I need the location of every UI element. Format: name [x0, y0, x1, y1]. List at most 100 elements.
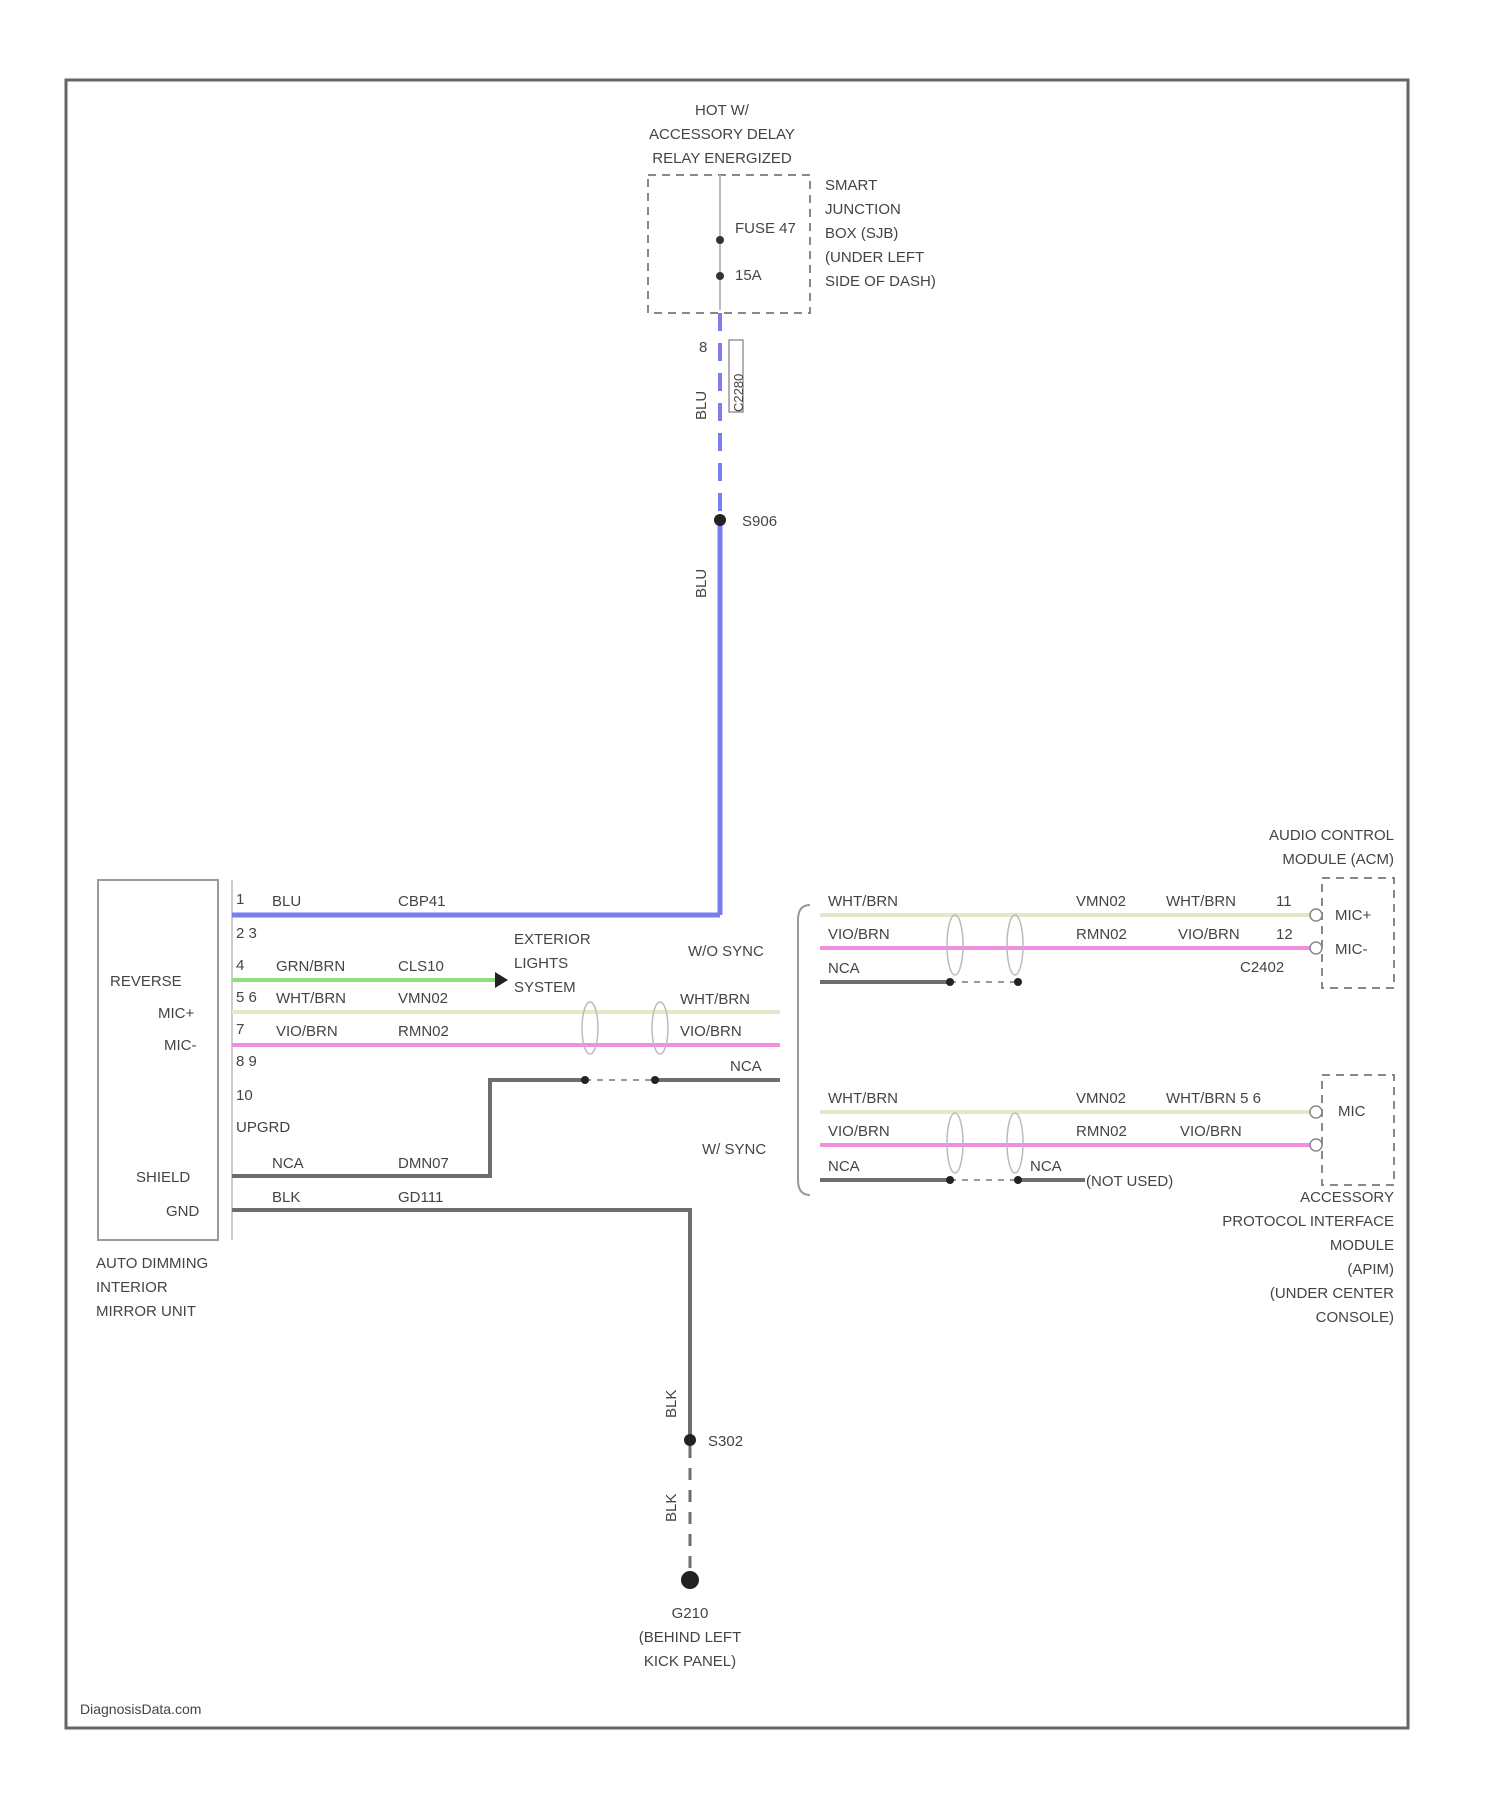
- wo-sync-label: W/O SYNC: [688, 943, 764, 960]
- sjb-label-3: BOX (SJB): [825, 225, 898, 242]
- power-wire-color-2: BLU: [693, 569, 710, 598]
- pin-mic-pos: MIC+: [158, 1005, 194, 1022]
- ground-wire-color-2: BLK: [663, 1494, 680, 1522]
- hot-label-1: HOT W/: [695, 102, 750, 119]
- mirror-unit-box: [98, 880, 218, 1240]
- shield-circuit: DMN07: [398, 1155, 449, 1172]
- acm-mic-pos: MIC+: [1335, 907, 1371, 924]
- apim-label-4: (APIM): [1347, 1261, 1394, 1278]
- mid-vio: VIO/BRN: [680, 1023, 742, 1040]
- acm-r2-right: VIO/BRN: [1178, 926, 1240, 943]
- apim-box: [1322, 1075, 1394, 1185]
- pin-2-3: 2 3: [236, 925, 257, 942]
- acm-r2-left: VIO/BRN: [828, 926, 890, 943]
- acm-r2-pin: 12: [1276, 926, 1293, 943]
- ground-name: G210: [672, 1605, 709, 1622]
- pin-1: 1: [236, 891, 244, 908]
- exterior-label-1: EXTERIOR: [514, 931, 591, 948]
- fuse-label: FUSE 47: [735, 220, 796, 237]
- apim-label-3: MODULE: [1330, 1237, 1394, 1254]
- gnd-circuit: GD111: [398, 1189, 443, 1206]
- acm-r1-right: WHT/BRN: [1166, 893, 1236, 910]
- exterior-label-3: SYSTEM: [514, 979, 576, 996]
- mirror-label-3: MIRROR UNIT: [96, 1303, 196, 1320]
- mirror-label-1: AUTO DIMMING: [96, 1255, 208, 1272]
- sjb-label-4: (UNDER LEFT: [825, 249, 924, 266]
- w5-color: WHT/BRN: [276, 990, 346, 1007]
- w-sync-label: W/ SYNC: [702, 1141, 766, 1158]
- acm-connector: C2402: [1240, 959, 1284, 976]
- pin-upgrd: UPGRD: [236, 1119, 290, 1136]
- apim-r2-right: VIO/BRN: [1180, 1123, 1242, 1140]
- splice-s302-label: S302: [708, 1433, 743, 1450]
- power-wire-color: BLU: [693, 391, 710, 420]
- w4-color: GRN/BRN: [276, 958, 345, 975]
- mid-wht: WHT/BRN: [680, 991, 750, 1008]
- sjb-label-1: SMART: [825, 177, 877, 194]
- sjb-box: [648, 175, 810, 313]
- apim-r1-left: WHT/BRN: [828, 1090, 898, 1107]
- acm-r1-pin: 11: [1276, 893, 1292, 910]
- wire-gnd-blk: [232, 1210, 690, 1440]
- w7-color: VIO/BRN: [276, 1023, 338, 1040]
- ground-point-g210: [681, 1571, 699, 1589]
- w7-circuit: RMN02: [398, 1023, 449, 1040]
- sync-bracket: [798, 905, 810, 1195]
- apim-label-1: ACCESSORY: [1300, 1189, 1394, 1206]
- pin-mic-neg: MIC-: [164, 1037, 197, 1054]
- pin-gnd: GND: [166, 1203, 200, 1220]
- apim-r2-left: VIO/BRN: [828, 1123, 890, 1140]
- connector-label: C2280: [731, 374, 746, 412]
- splice-s302: [684, 1434, 696, 1446]
- acm-labels: WHT/BRN VMN02 WHT/BRN 11 VIO/BRN RMN02 V…: [828, 827, 1394, 977]
- apim-r2-mid: RMN02: [1076, 1123, 1127, 1140]
- ground-loc-1: (BEHIND LEFT: [639, 1629, 742, 1646]
- apim-mic: MIC: [1338, 1103, 1366, 1120]
- apim-labels: WHT/BRN VMN02 WHT/BRN 5 6 VIO/BRN RMN02 …: [828, 1090, 1394, 1326]
- pin-8-9: 8 9: [236, 1053, 257, 1070]
- twist-markers-acm: [947, 915, 1023, 975]
- splice-s906-label: S906: [742, 513, 777, 530]
- apim-r1-mid: VMN02: [1076, 1090, 1126, 1107]
- apim-not-used: (NOT USED): [1086, 1173, 1173, 1190]
- mid-nca: NCA: [730, 1058, 762, 1075]
- ground-loc-2: KICK PANEL): [644, 1653, 736, 1670]
- fuse-terminal-top: [716, 236, 724, 244]
- pin-shield: SHIELD: [136, 1169, 190, 1186]
- pin-7: 7: [236, 1021, 244, 1038]
- acm-r1-left: WHT/BRN: [828, 893, 898, 910]
- exterior-arrow: [495, 972, 508, 988]
- w1-circuit: CBP41: [398, 893, 446, 910]
- pin-reverse: REVERSE: [110, 973, 182, 990]
- sjb-label-5: SIDE OF DASH): [825, 273, 936, 290]
- exterior-label-2: LIGHTS: [514, 955, 568, 972]
- apim-r3-mid: NCA: [1030, 1158, 1062, 1175]
- fuse-rating: 15A: [735, 267, 762, 284]
- ground-wire-color: BLK: [663, 1390, 680, 1418]
- shield-color: NCA: [272, 1155, 304, 1172]
- mirror-label-2: INTERIOR: [96, 1279, 168, 1296]
- w4-circuit: CLS10: [398, 958, 444, 975]
- mirror-pin-labels: REVERSE MIC+ MIC- SHIELD GND 1 2 3 4 5 6…: [110, 891, 290, 1220]
- acm-label-1: AUDIO CONTROL: [1269, 827, 1394, 844]
- hot-label-2: ACCESSORY DELAY: [649, 126, 795, 143]
- sjb-label-2: JUNCTION: [825, 201, 901, 218]
- apim-r3-left: NCA: [828, 1158, 860, 1175]
- hot-label-3: RELAY ENERGIZED: [652, 150, 792, 167]
- apim-label-6: CONSOLE): [1316, 1309, 1394, 1326]
- sjb-pin: 8: [699, 339, 707, 356]
- pin-4: 4: [236, 957, 244, 974]
- footer-watermark: DiagnosisData.com: [80, 1701, 201, 1717]
- mirror-unit-label: AUTO DIMMING INTERIOR MIRROR UNIT: [96, 1255, 208, 1320]
- w1-color: BLU: [272, 893, 301, 910]
- acm-r2-mid: RMN02: [1076, 926, 1127, 943]
- acm-r3-left: NCA: [828, 960, 860, 977]
- apim-label-5: (UNDER CENTER: [1270, 1285, 1394, 1302]
- apim-r1-right: WHT/BRN 5 6: [1166, 1090, 1261, 1107]
- apim-label-2: PROTOCOL INTERFACE: [1222, 1213, 1394, 1230]
- w5-circuit: VMN02: [398, 990, 448, 1007]
- acm-box: [1322, 878, 1394, 988]
- pin-10: 10: [236, 1087, 253, 1104]
- acm-label-2: MODULE (ACM): [1282, 851, 1394, 868]
